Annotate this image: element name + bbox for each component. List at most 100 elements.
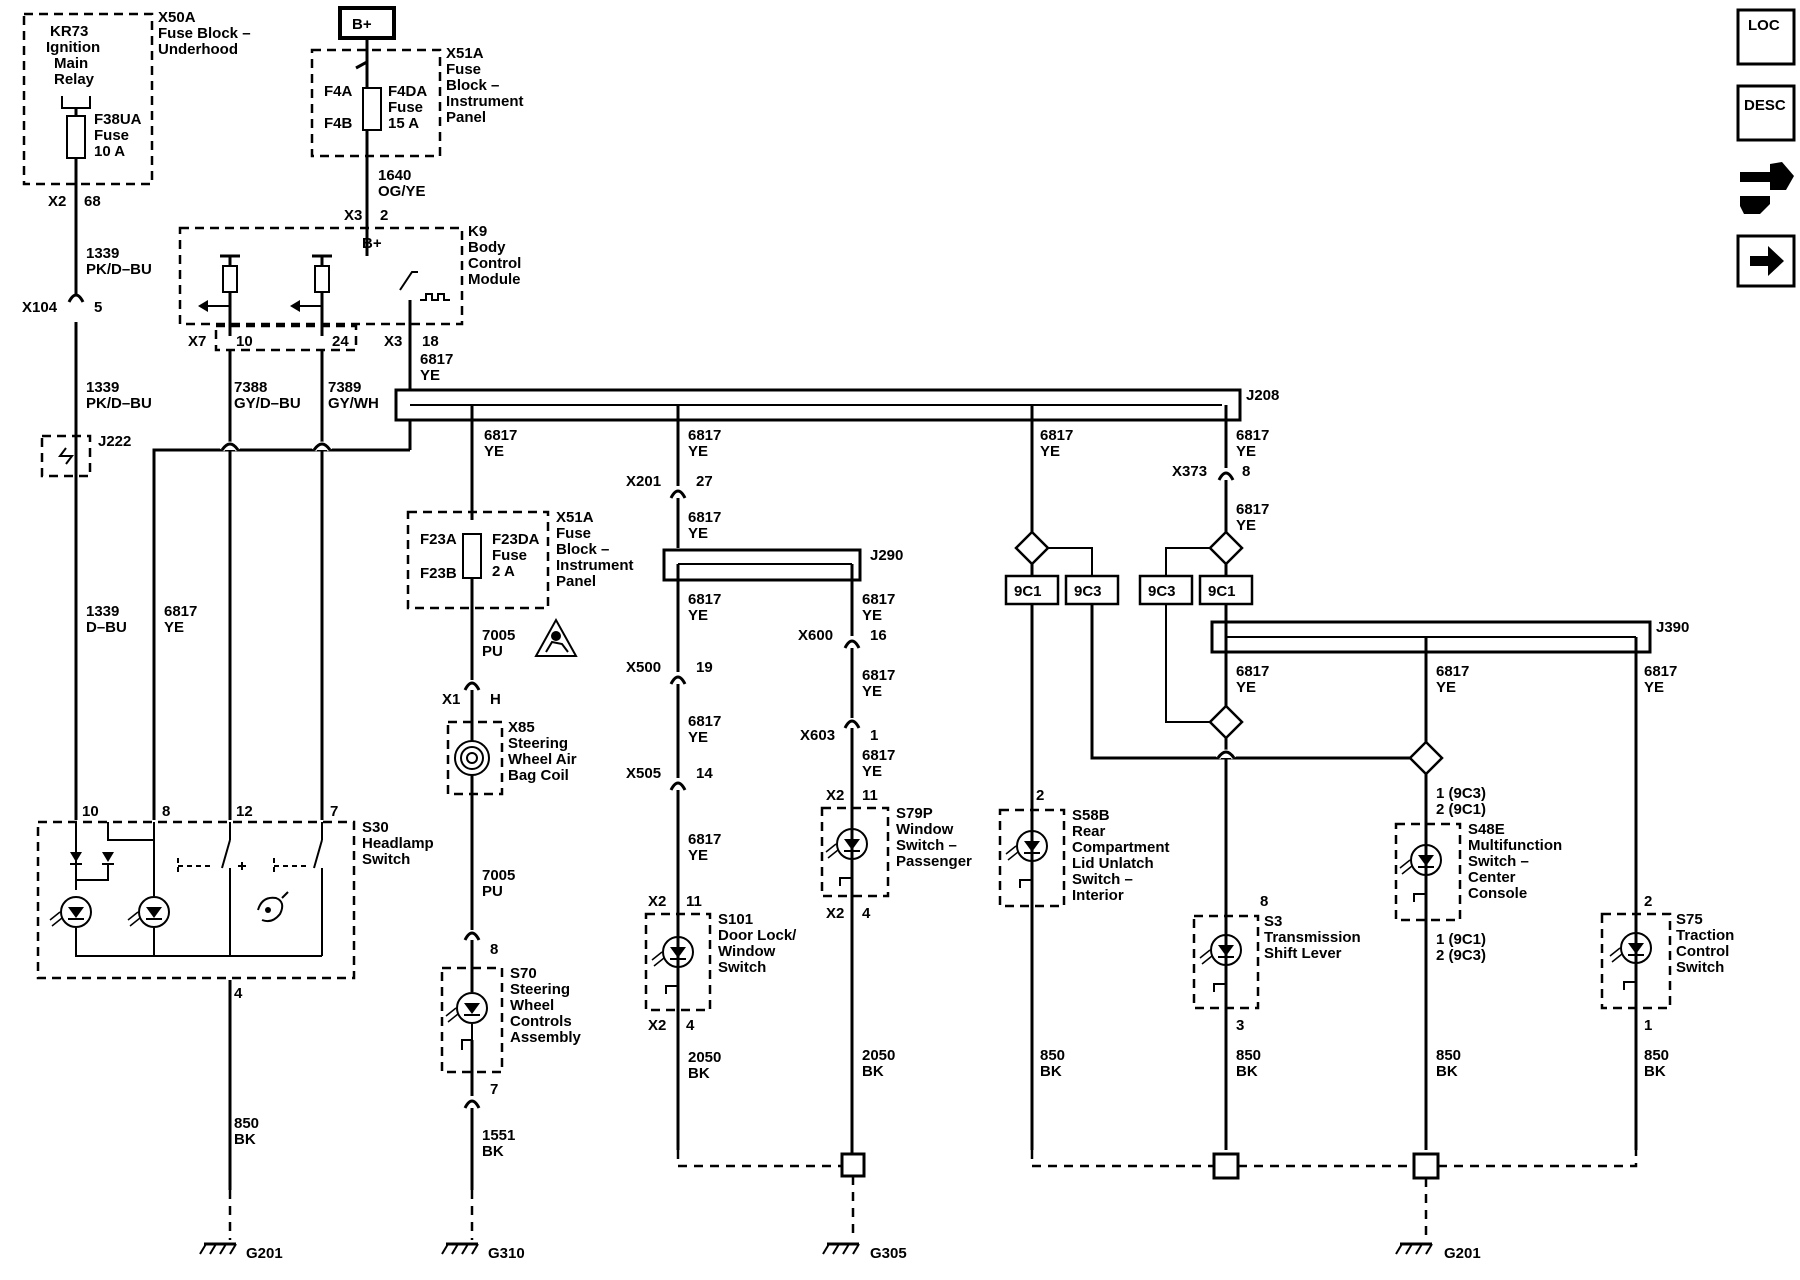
x500-pin: 19 xyxy=(696,659,713,676)
g201-left-ground-icon xyxy=(198,1242,238,1256)
x505-pin: 14 xyxy=(696,765,713,782)
s101-x2b-pin: 4 xyxy=(686,1017,695,1034)
k9-label: K9 xyxy=(468,223,487,240)
s58b-pin2: 2 xyxy=(1036,787,1044,804)
next-page-arrow-icon[interactable] xyxy=(1736,234,1796,288)
s75-traction-control-switch: S75 Traction Control Switch xyxy=(1600,911,1734,1010)
kr73-line1: Ignition xyxy=(46,39,100,56)
g305-label: G305 xyxy=(870,1245,907,1262)
s48e-pin4: 2 (9C3) xyxy=(1436,947,1486,964)
s30-label: S30 xyxy=(362,819,389,836)
x85-line1: Steering xyxy=(508,735,568,752)
w7005-label: 7005 xyxy=(482,627,515,644)
w6817-s30-color: YE xyxy=(164,619,184,636)
w6817-door-h-color: YE xyxy=(862,763,882,780)
w6817-bcm-label: 6817 xyxy=(420,351,453,368)
w850-a-color: BK xyxy=(1040,1063,1062,1080)
s48e-line3: Center xyxy=(1468,869,1516,886)
x50a-line1: Fuse Block – xyxy=(158,25,251,42)
x51a-f23-fuse-block: X51A Fuse Block – Instrument Panel F23A … xyxy=(406,509,634,610)
x50a-line2: Underhood xyxy=(158,41,238,58)
x51a-fuse-block: X51A Fuse Block – Instrument Panel F4A F… xyxy=(310,45,524,158)
x51a2-label: X51A xyxy=(556,509,594,526)
w1339a-label: 1339 xyxy=(86,245,119,262)
s48e-pin2: 2 (9C1) xyxy=(1436,801,1486,818)
loc-icon[interactable]: LOC xyxy=(1736,8,1796,66)
s48e-pin3: 1 (9C1) xyxy=(1436,931,1486,948)
s48e-multifunction-switch: S48E Multifunction Switch – Center Conso… xyxy=(1394,821,1562,922)
x3b-label: X3 xyxy=(384,333,402,350)
x104-pin: 5 xyxy=(94,299,102,316)
x373-label: X373 xyxy=(1172,463,1207,480)
s70-pin8: 8 xyxy=(490,941,498,958)
x51a2-line4: Panel xyxy=(556,573,596,590)
w1339d-label: 1339 xyxy=(86,603,119,620)
x603-label: X603 xyxy=(800,727,835,744)
f23b-label: F23B xyxy=(420,565,457,582)
s30-pin7: 7 xyxy=(330,803,338,820)
desc-label: DESC xyxy=(1744,97,1786,114)
s101-door-lock-window-switch: S101 Door Lock/ Window Switch xyxy=(644,911,797,1012)
s79p-x2-pin: 11 xyxy=(862,787,878,804)
g310-ground-icon xyxy=(440,1242,480,1256)
s101-label: S101 xyxy=(718,911,753,928)
x373-pin: 8 xyxy=(1242,463,1250,480)
x85-label: X85 xyxy=(508,719,535,736)
w6817-door-f-color: YE xyxy=(862,607,882,624)
s30-line1: Headlamp xyxy=(362,835,434,852)
cavity-9c1-b: 9C1 xyxy=(1198,574,1254,606)
j208-label: J208 xyxy=(1246,387,1279,404)
f38ua-line2: 10 A xyxy=(94,143,125,160)
s79p-window-switch-passenger: S79P Window Switch – Passenger xyxy=(820,805,972,898)
w6817-mid-label: 6817 xyxy=(484,427,517,444)
s101-line2: Window xyxy=(718,943,776,960)
g201-right-ground-icon xyxy=(1394,1242,1434,1256)
w6817-door-c-label: 6817 xyxy=(688,591,721,608)
s79p-line1: Window xyxy=(896,821,954,838)
s3-pin8: 8 xyxy=(1260,893,1268,910)
x603-pin: 1 xyxy=(870,727,878,744)
w6817-door-e-color: YE xyxy=(688,847,708,864)
g201-left-label: G201 xyxy=(246,1245,283,1262)
s75-line2: Control xyxy=(1676,943,1729,960)
cavity-9c3-a: 9C3 xyxy=(1064,574,1120,606)
w6817-right-b-color: YE xyxy=(1236,443,1256,460)
k9-line2: Control xyxy=(468,255,521,272)
cavity-9c1-b-label: 9C1 xyxy=(1208,583,1236,600)
s70-line4: Assembly xyxy=(510,1029,582,1046)
x500-label: X500 xyxy=(626,659,661,676)
s75-pin1: 1 xyxy=(1644,1017,1652,1034)
desc-icon[interactable]: DESC xyxy=(1736,84,1796,142)
x201-pin: 27 xyxy=(696,473,713,490)
w7388-color: GY/D–BU xyxy=(234,395,301,412)
s30-pin4: 4 xyxy=(234,985,243,1002)
x2-label: X2 xyxy=(48,193,66,210)
x1-label: X1 xyxy=(442,691,460,708)
w7389-label: 7389 xyxy=(328,379,361,396)
s70-line3: Controls xyxy=(510,1013,572,1030)
s70-steering-wheel-controls: S70 Steering Wheel Controls Assembly xyxy=(440,965,582,1074)
k9-bplus: B+ xyxy=(362,235,382,252)
f4b-label: F4B xyxy=(324,115,353,132)
w850-s30-color: BK xyxy=(234,1131,256,1148)
w2050-b-color: BK xyxy=(862,1063,884,1080)
s70-line1: Steering xyxy=(510,981,570,998)
x600-pin: 16 xyxy=(870,627,887,644)
bplus-source: B+ xyxy=(338,6,396,40)
x51a-line4: Panel xyxy=(446,109,486,126)
w2050-a-label: 2050 xyxy=(688,1049,721,1066)
x104-label: X104 xyxy=(22,299,58,316)
w6817-bcm-color: YE xyxy=(420,367,440,384)
x50a-fuse-block: KR73 Ignition Main Relay X50A Fuse Block… xyxy=(22,9,251,186)
g310-label: G310 xyxy=(488,1245,525,1262)
cavity-9c1-a: 9C1 xyxy=(1004,574,1060,606)
k9-line3: Module xyxy=(468,271,521,288)
x3-label: X3 xyxy=(344,207,362,224)
s58b-line4: Switch – xyxy=(1072,871,1133,888)
w6817-right-a-color: YE xyxy=(1040,443,1060,460)
w850-c-label: 850 xyxy=(1436,1047,1461,1064)
x3-pin18: 18 xyxy=(422,333,439,350)
connector-tool-icon[interactable] xyxy=(1740,162,1794,214)
w6817-door-g-label: 6817 xyxy=(862,667,895,684)
g201-splice-a xyxy=(1212,1152,1240,1180)
